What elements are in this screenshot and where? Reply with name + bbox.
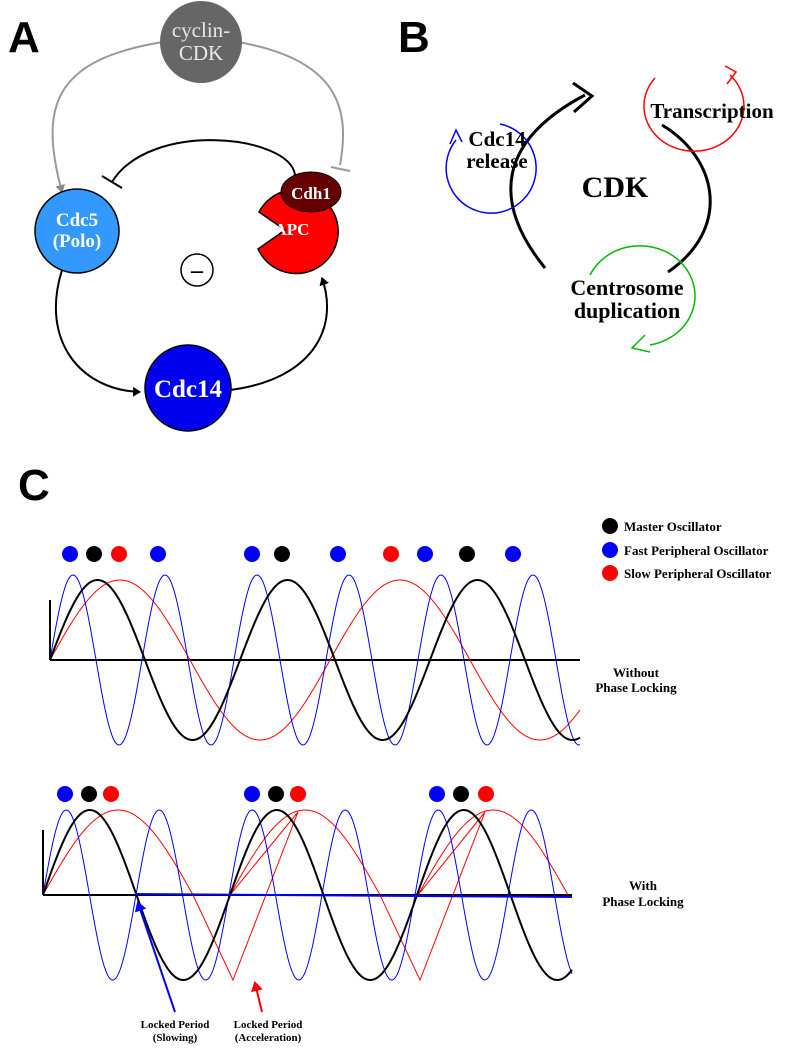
- cdc14-release-label-2: release: [466, 149, 527, 173]
- bottom-master-oscillator-curve: [42, 809, 573, 981]
- negative-sign-label: –: [190, 258, 204, 284]
- bottom-fast-oscillator-curve: [42, 809, 573, 981]
- cdc14-release-label-1: Cdc14: [468, 127, 526, 151]
- panel-a: A cyclin- CDK Cdc5 (Polo) APC Cdh1 – Cd: [8, 1, 351, 432]
- top-label-2: Phase Locking: [595, 680, 677, 695]
- peak-marker-0: [57, 786, 73, 802]
- legend-slow-label: Slow Peripheral Oscillator: [624, 566, 772, 581]
- bottom-label-2: Phase Locking: [602, 894, 684, 909]
- graph-without-phase-locking: Without Phase Locking: [49, 546, 677, 746]
- locked-accel-label-2: (Acceleration): [235, 1032, 302, 1044]
- legend-master-label: Master Oscillator: [624, 519, 722, 534]
- negative-feedback-sign: [180, 253, 214, 287]
- cdc5-label-2: (Polo): [53, 231, 102, 252]
- peak-marker-9: [459, 546, 475, 562]
- centrosome-arrowhead: [630, 334, 651, 353]
- legend-slow-marker: [602, 565, 618, 581]
- cdc14-release-arrowhead: [449, 128, 463, 145]
- top-peak-markers: [62, 546, 521, 562]
- peak-marker-4: [268, 786, 284, 802]
- top-fast-oscillator-curve: [49, 574, 581, 746]
- peak-marker-2: [103, 786, 119, 802]
- peak-marker-1: [81, 786, 97, 802]
- panel-a-letter: A: [8, 13, 40, 62]
- peak-marker-6: [330, 546, 346, 562]
- panel-c: C Master Oscillator Fast Peripheral Osci…: [18, 461, 772, 1044]
- top-slow-oscillator-curve: [49, 579, 581, 741]
- legend-fast-marker: [602, 542, 618, 558]
- bottom-slow-oscillator-curve: [42, 809, 569, 982]
- graph-with-phase-locking: With Phase Locking Locked Period (Slowin…: [42, 786, 684, 1044]
- peak-marker-5: [274, 546, 290, 562]
- peak-marker-7: [453, 786, 469, 802]
- cdc5-node: [34, 188, 120, 274]
- cyclin-cdk-node: [160, 1, 242, 83]
- apc-inhibits-cdc5-bar: [101, 175, 123, 189]
- locked-acceleration-arrow: [251, 981, 263, 1013]
- panel-c-letter: C: [18, 461, 50, 510]
- peak-marker-8: [478, 786, 494, 802]
- top-label-1: Without: [613, 665, 660, 680]
- cdh1-node: [280, 171, 342, 213]
- peak-marker-4: [244, 546, 260, 562]
- centrosome-cycle: [589, 245, 696, 346]
- cdk-center-label: CDK: [582, 171, 649, 204]
- cdk-cycle-arrowhead: [572, 81, 595, 114]
- panel-b: B CDK Cdc14 release Transcription Centro…: [398, 13, 774, 353]
- peak-marker-3: [150, 546, 166, 562]
- cyclin-inhibits-cdh1: [237, 41, 345, 166]
- centrosome-label-1: Centrosome: [570, 275, 683, 300]
- bottom-label-1: With: [629, 878, 658, 893]
- centrosome-label-2: duplication: [574, 298, 680, 323]
- cdc14-to-apc-arrow: [229, 277, 330, 391]
- bottom-peak-markers: [57, 786, 494, 802]
- peak-marker-10: [505, 546, 521, 562]
- cyclin-cdk-label-2: CDK: [179, 41, 223, 65]
- cdc14-node: [144, 344, 232, 432]
- locked-slowing-arrow: [134, 901, 176, 1013]
- cdh1-label: Cdh1: [291, 184, 331, 203]
- top-master-oscillator-curve: [49, 579, 581, 741]
- cdk-cycle-arc-left: [509, 93, 586, 269]
- bottom-locked-baseline: [134, 893, 573, 898]
- apc-inhibits-cdc5: [111, 139, 296, 183]
- panel-b-letter: B: [398, 13, 430, 62]
- cyclin-cdk-label-1: cyclin-: [172, 18, 230, 42]
- peak-marker-1: [86, 546, 102, 562]
- cdk-cycle-arc-right: [661, 123, 712, 274]
- apc-label: APC: [275, 220, 310, 239]
- legend: Master Oscillator Fast Peripheral Oscill…: [602, 518, 772, 581]
- peak-marker-6: [429, 786, 445, 802]
- peak-marker-2: [111, 546, 127, 562]
- cdc14-release-cycle: [445, 123, 537, 214]
- peak-marker-8: [417, 546, 433, 562]
- cyclin-to-cdc5-arrow: [51, 41, 164, 193]
- cdc14-label: Cdc14: [154, 376, 223, 403]
- cdc5-label-1: Cdc5: [56, 210, 98, 231]
- legend-fast-label: Fast Peripheral Oscillator: [624, 543, 769, 558]
- peak-marker-5: [290, 786, 306, 802]
- locked-slowing-label-1: Locked Period: [141, 1019, 210, 1031]
- transcription-arrowhead: [724, 65, 738, 85]
- peak-marker-3: [244, 786, 260, 802]
- transcription-label: Transcription: [650, 99, 774, 123]
- transcription-cycle: [643, 74, 745, 152]
- peak-marker-7: [383, 546, 399, 562]
- locked-slowing-label-2: (Slowing): [153, 1032, 198, 1044]
- peak-marker-0: [62, 546, 78, 562]
- locked-accel-label-1: Locked Period: [234, 1019, 303, 1031]
- cdc5-to-cdc14-arrow: [54, 269, 141, 397]
- cyclin-inhibits-cdh1-bar: [330, 166, 351, 172]
- legend-master-marker: [602, 518, 618, 534]
